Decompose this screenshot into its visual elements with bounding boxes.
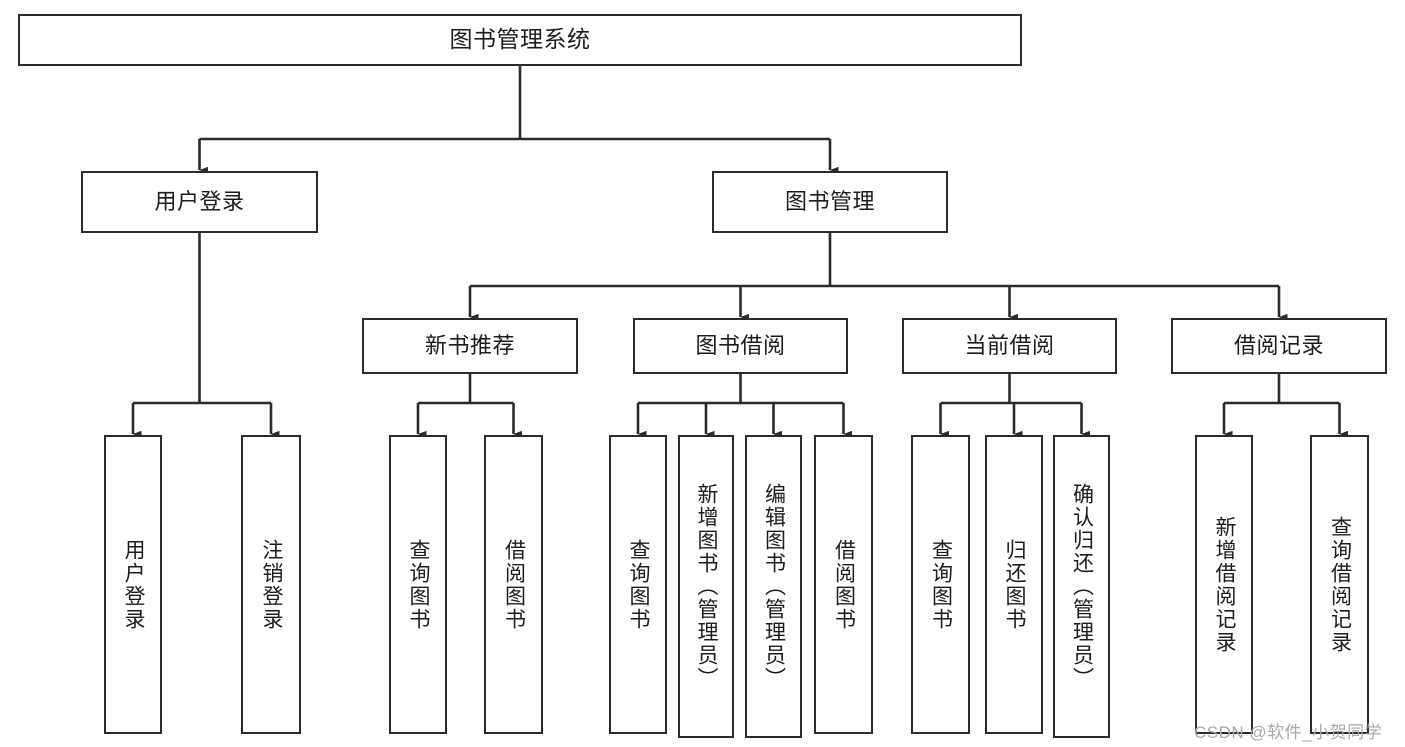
node-root-system[interactable]: 图书管理系统 [18,14,1022,66]
node-current-borrow[interactable]: 当前借阅 [902,318,1117,374]
node-label: 借阅图书 [502,538,526,631]
node-label: 查询图书 [929,538,953,631]
leaf-user-login[interactable]: 用户登录 [104,435,162,734]
leaf-query-borrow-record[interactable]: 查询借阅记录 [1310,435,1369,734]
node-book-borrow[interactable]: 图书借阅 [633,318,848,374]
node-label: 借阅记录 [1233,333,1324,359]
node-label: 借阅图书 [832,538,856,631]
node-label: 查询图书 [407,538,431,631]
node-label: 确认归还（管理员） [1070,483,1094,690]
node-label: 图书管理系统 [449,26,591,53]
node-label: 图书借阅 [695,333,786,359]
leaf-return-book[interactable]: 归还图书 [985,435,1043,734]
leaf-edit-book-admin[interactable]: 编辑图书（管理员） [745,435,802,738]
leaf-borrow-books-recommendation[interactable]: 借阅图书 [484,435,543,734]
leaf-borrow-book[interactable]: 借阅图书 [814,435,873,734]
leaf-query-books-borrow[interactable]: 查询图书 [609,435,667,734]
node-label: 用户登录 [122,538,146,631]
node-label: 注销登录 [260,538,284,631]
csdn-watermark: CSDN @软件_小贺同学 [1194,723,1383,742]
node-label: 归还图书 [1003,538,1027,631]
node-label: 新书推荐 [424,333,515,359]
node-user-login[interactable]: 用户登录 [81,171,318,233]
leaf-add-book-admin[interactable]: 新增图书（管理员） [678,435,734,738]
leaf-add-borrow-record[interactable]: 新增借阅记录 [1195,435,1253,734]
node-label: 编辑图书（管理员） [762,483,786,690]
leaf-query-books-current[interactable]: 查询图书 [911,435,970,734]
node-label: 图书管理 [784,189,875,215]
leaf-query-books-recommendation[interactable]: 查询图书 [389,435,447,734]
leaf-confirm-return-admin[interactable]: 确认归还（管理员） [1053,435,1110,738]
node-label: 用户登录 [154,189,245,215]
node-borrow-records[interactable]: 借阅记录 [1171,318,1387,374]
leaf-logout[interactable]: 注销登录 [241,435,301,734]
node-label: 新增图书（管理员） [695,483,719,690]
node-new-book-recommendation[interactable]: 新书推荐 [362,318,578,374]
node-label: 查询借阅记录 [1328,515,1352,654]
node-book-management[interactable]: 图书管理 [712,171,948,233]
node-label: 新增借阅记录 [1213,515,1237,654]
node-label: 当前借阅 [964,333,1055,359]
node-label: 查询图书 [627,538,651,631]
